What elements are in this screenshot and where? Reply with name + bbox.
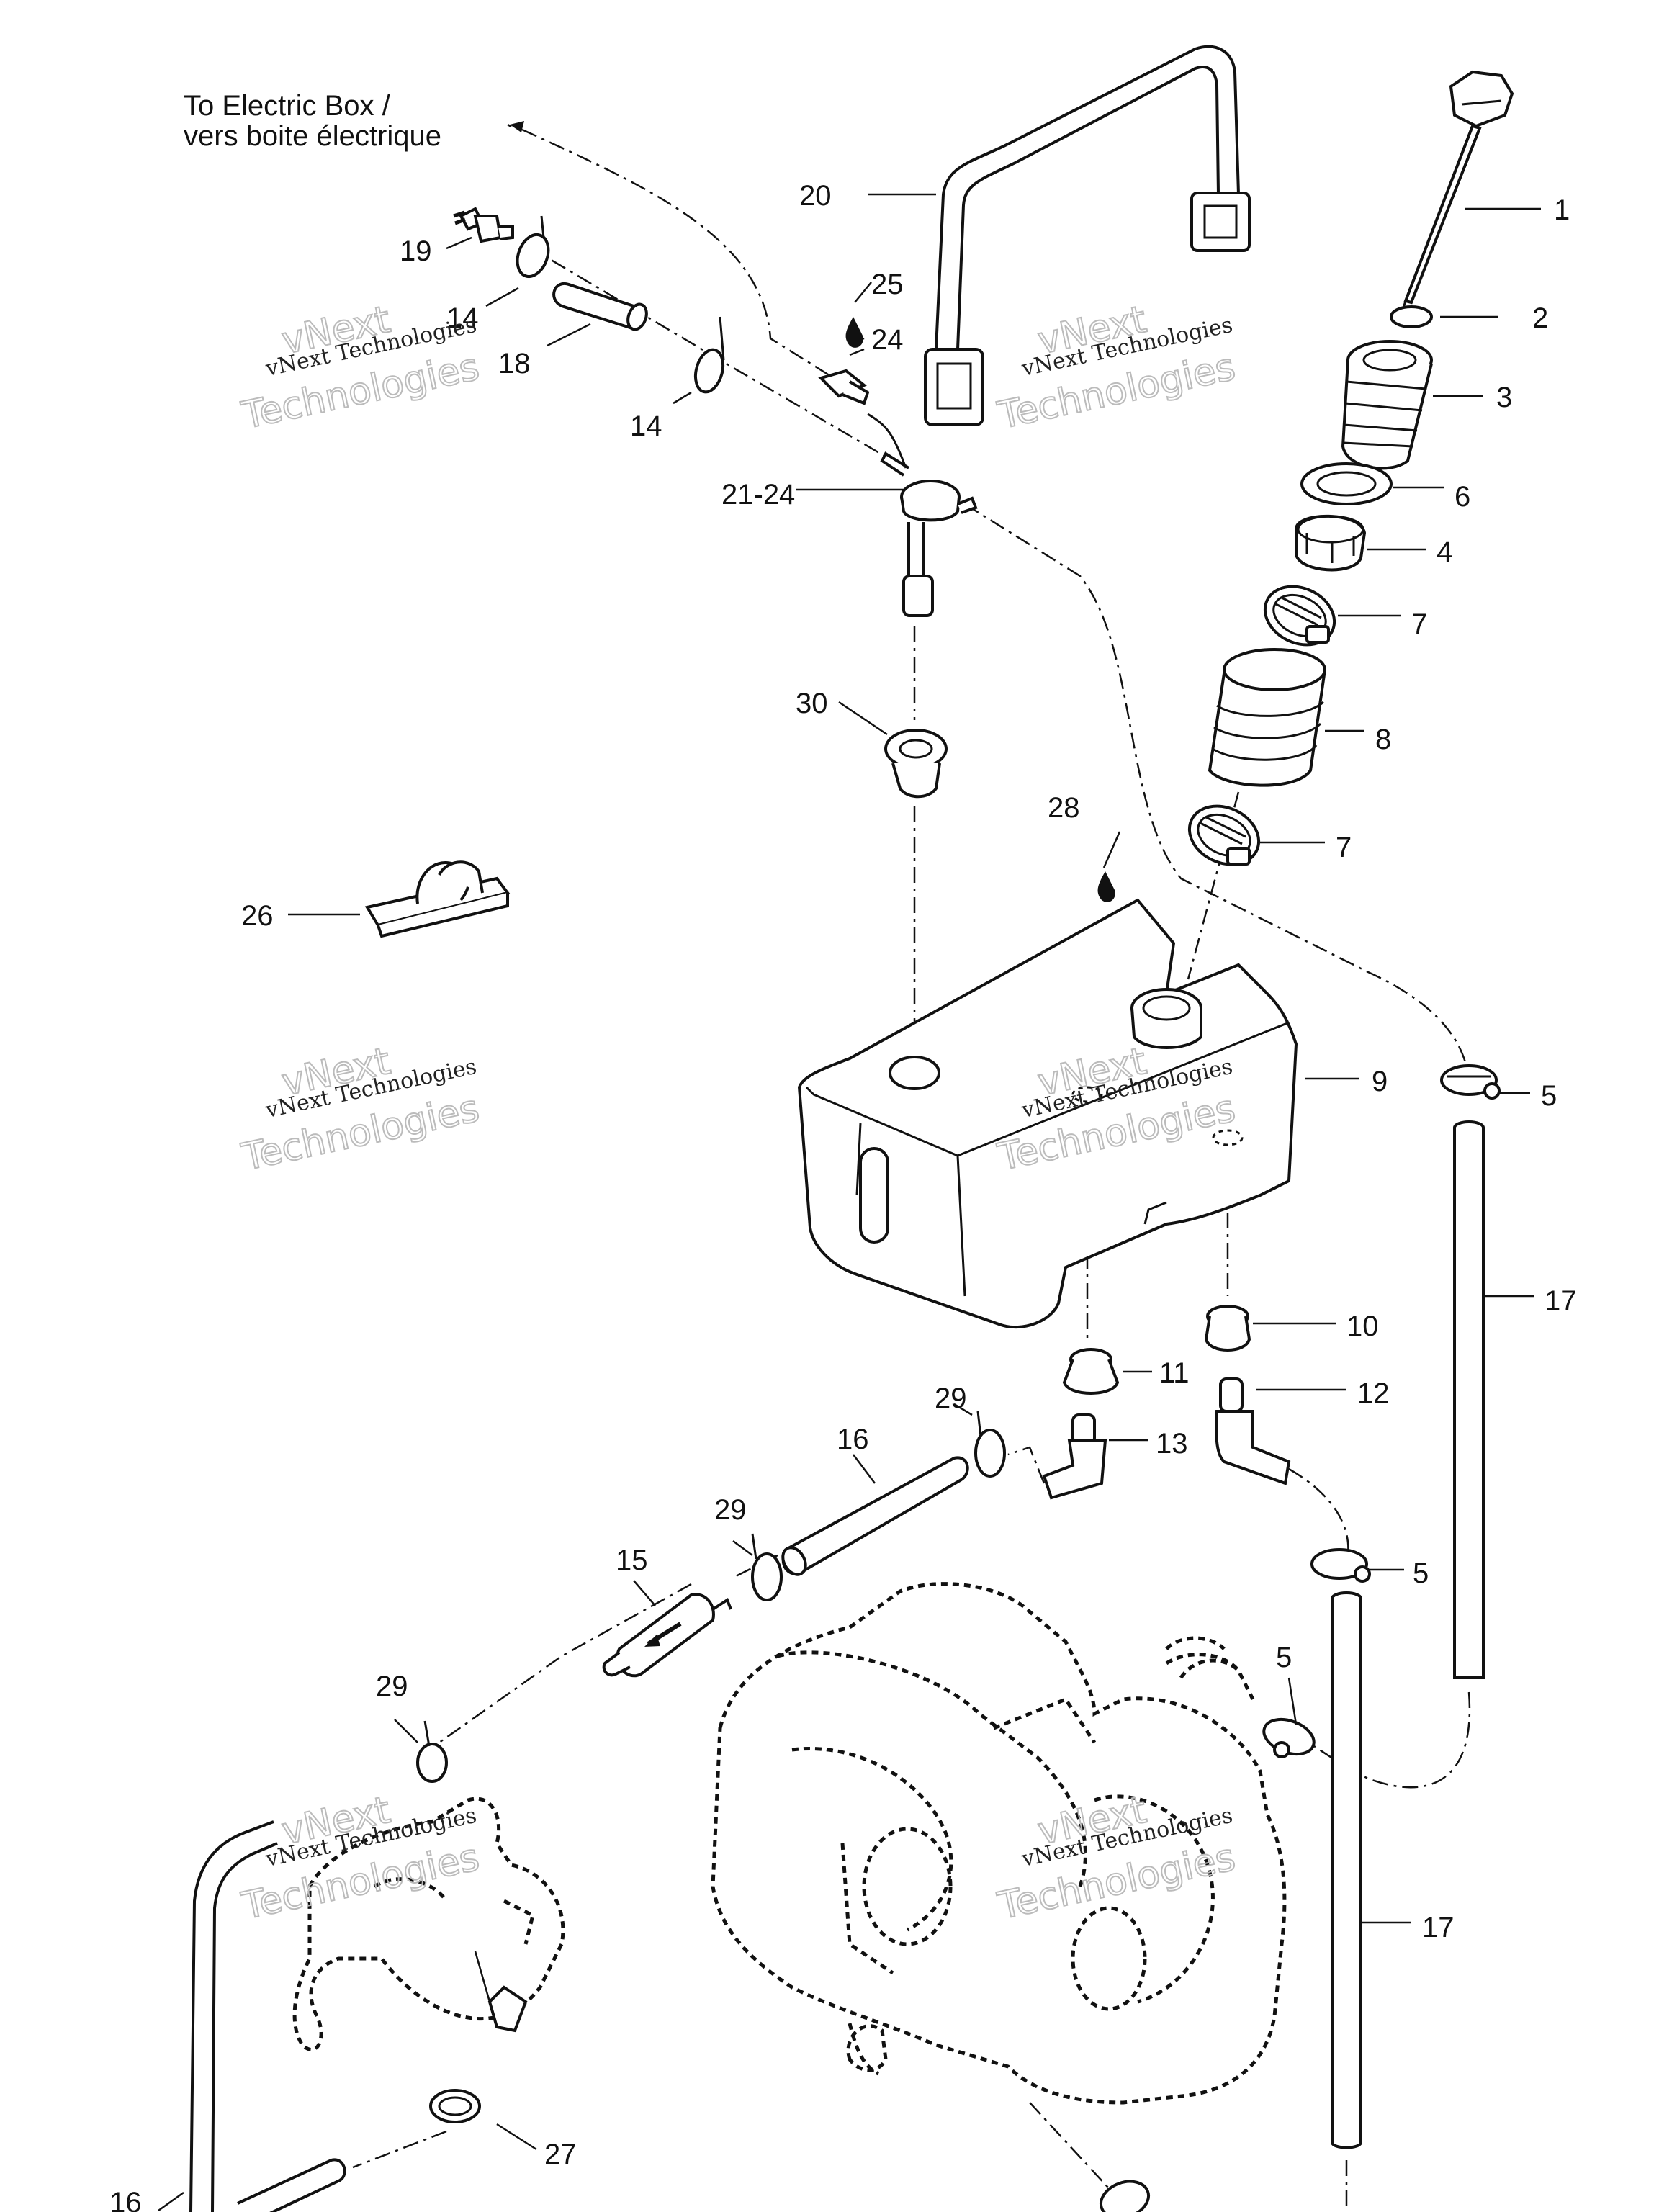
label-part-14-upper: 14 bbox=[446, 302, 479, 334]
label-part-27: 27 bbox=[544, 2139, 577, 2170]
elbow-fitting-part-13 bbox=[1042, 1413, 1107, 1500]
label-part-15: 15 bbox=[616, 1545, 648, 1576]
sensor-plug-part-19 bbox=[453, 207, 514, 243]
label-part-16-upper: 16 bbox=[837, 1424, 869, 1455]
label-part-2: 2 bbox=[1532, 302, 1548, 334]
oil-hose-part-16-lower bbox=[189, 1820, 346, 2212]
clamp-part-5-upper bbox=[1440, 1064, 1501, 1100]
label-part-20: 20 bbox=[799, 180, 832, 212]
clamp-part-29-lower bbox=[416, 1720, 448, 1783]
oil-drop-icon bbox=[1097, 871, 1115, 902]
label-part-9: 9 bbox=[1372, 1066, 1388, 1097]
gasket-part-6 bbox=[1300, 462, 1393, 505]
electric-box-note: To Electric Box / vers boite électrique bbox=[184, 90, 524, 152]
label-part-17-right: 17 bbox=[1545, 1285, 1577, 1317]
label-part-29-upper: 29 bbox=[935, 1382, 967, 1414]
label-part-4: 4 bbox=[1437, 536, 1452, 568]
clamp-part-5-middle bbox=[1310, 1548, 1371, 1583]
label-part-24: 24 bbox=[871, 324, 904, 356]
label-part-29-lower: 29 bbox=[376, 1671, 408, 1702]
connector-part-24 bbox=[818, 369, 870, 405]
label-part-18: 18 bbox=[498, 348, 531, 379]
grommet-part-10 bbox=[1204, 1305, 1251, 1352]
label-part-13: 13 bbox=[1156, 1428, 1188, 1460]
label-part-17-middle: 17 bbox=[1422, 1912, 1455, 1943]
label-part-5-middle: 5 bbox=[1413, 1557, 1429, 1589]
elbow-fitting-part-12 bbox=[1215, 1377, 1291, 1485]
filler-neck-part-3 bbox=[1341, 340, 1433, 470]
label-part-30: 30 bbox=[796, 688, 828, 719]
part-number-labels: 1 2 3 6 4 7 8 7 9 5 10 11 12 13 5 5 17 1… bbox=[109, 180, 1577, 2212]
label-part-12: 12 bbox=[1357, 1377, 1390, 1409]
vent-hose-part-17-right bbox=[1453, 1120, 1485, 1679]
watermark-top-right: vNext vNext Technologies Technologies bbox=[994, 297, 1240, 439]
label-part-5-lower: 5 bbox=[1276, 1642, 1292, 1673]
label-part-21-24: 21-24 bbox=[721, 479, 795, 511]
label-part-29-middle: 29 bbox=[714, 1494, 747, 1526]
label-part-5-upper: 5 bbox=[1541, 1080, 1557, 1112]
cap-dipstick-part-1 bbox=[1399, 70, 1514, 318]
clamp-part-14-lower bbox=[693, 316, 725, 394]
sensor-fitting-part-21-24 bbox=[867, 413, 978, 617]
label-part-7-upper: 7 bbox=[1411, 608, 1427, 640]
clamp-part-7-lower bbox=[1187, 804, 1261, 866]
clamp-part-14-upper bbox=[516, 215, 550, 279]
watermark-bottom-right: vNext vNext Technologies Technologies bbox=[994, 1788, 1240, 1929]
watermark-mid-left: vNext vNext Technologies Technologies bbox=[238, 1039, 484, 1180]
bellows-part-8 bbox=[1208, 648, 1327, 787]
label-part-6: 6 bbox=[1455, 481, 1470, 513]
clamp-part-7-upper bbox=[1263, 585, 1336, 647]
label-part-10: 10 bbox=[1346, 1310, 1379, 1342]
label-part-3: 3 bbox=[1496, 382, 1512, 413]
label-part-8: 8 bbox=[1375, 724, 1391, 755]
pump-ghost-outline bbox=[292, 1797, 565, 2051]
fitting-ghost-outline bbox=[846, 1653, 1240, 2072]
clamp-bottom bbox=[1100, 2180, 1150, 2212]
label-part-28: 28 bbox=[1048, 792, 1080, 824]
hose-part-18 bbox=[552, 282, 648, 331]
label-part-25: 25 bbox=[871, 269, 904, 300]
label-part-19: 19 bbox=[400, 235, 432, 267]
clamp-part-29-middle bbox=[751, 1533, 783, 1601]
electric-box-note-line1: To Electric Box / bbox=[184, 90, 391, 122]
clamp-part-5-lower bbox=[1262, 1717, 1316, 1758]
nut-part-4 bbox=[1295, 514, 1367, 572]
grommet-part-30 bbox=[884, 729, 948, 799]
engine-ghost-outline bbox=[711, 1582, 1287, 2105]
oil-filter-part-15 bbox=[602, 1593, 732, 1678]
oil-drop-icon bbox=[845, 317, 863, 348]
clamp-part-27 bbox=[429, 2089, 481, 2123]
electric-box-note-line2: vers boite électrique bbox=[184, 120, 441, 152]
label-part-16-lower: 16 bbox=[109, 2187, 142, 2212]
label-part-26: 26 bbox=[241, 900, 274, 932]
label-part-14-lower: 14 bbox=[630, 410, 662, 442]
arrow-icon bbox=[510, 121, 524, 132]
gasket-part-2 bbox=[1390, 305, 1433, 328]
oil-tank-part-9 bbox=[797, 898, 1298, 1329]
clip-part-26 bbox=[364, 860, 511, 938]
label-part-11: 11 bbox=[1159, 1357, 1190, 1389]
clamp-part-29-upper bbox=[974, 1411, 1006, 1478]
watermark-bottom-left: vNext vNext Technologies Technologies bbox=[238, 1788, 484, 1929]
label-part-7-lower: 7 bbox=[1336, 832, 1352, 863]
leader-lines bbox=[158, 193, 1541, 2212]
oil-hose-part-16 bbox=[781, 1456, 969, 1576]
label-part-1: 1 bbox=[1554, 194, 1570, 226]
vent-hose-part-17-middle bbox=[1331, 1591, 1362, 2149]
grommet-part-11 bbox=[1062, 1348, 1120, 1395]
strap-part-20 bbox=[924, 45, 1251, 426]
